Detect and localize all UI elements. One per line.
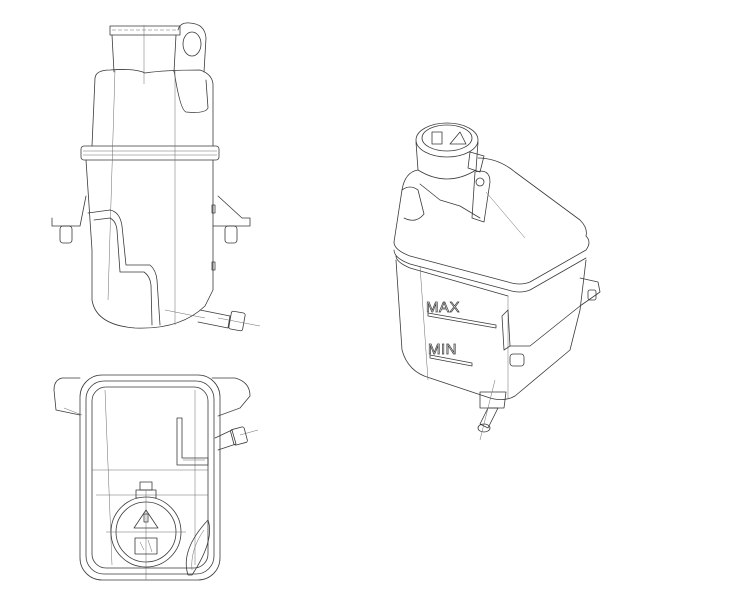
min-level-label: MIN (428, 341, 457, 358)
warning-triangle-icon (133, 509, 159, 529)
min-level-line (429, 354, 473, 367)
max-level-line (427, 312, 497, 329)
iso-filler-cap (415, 122, 479, 158)
iso-warning-triangle-icon (449, 131, 467, 145)
isometric-view: MAX MIN (380, 110, 610, 440)
top-view-drawing (53, 374, 259, 581)
max-level-label: MAX (426, 299, 460, 316)
side-view-drawing (51, 22, 261, 332)
top-plan-view (40, 370, 280, 590)
isometric-drawing: MAX MIN (393, 122, 601, 440)
hot-coolant-icon (134, 537, 158, 555)
mounting-hole-icon (182, 31, 202, 57)
side-elevation-view (40, 0, 280, 340)
